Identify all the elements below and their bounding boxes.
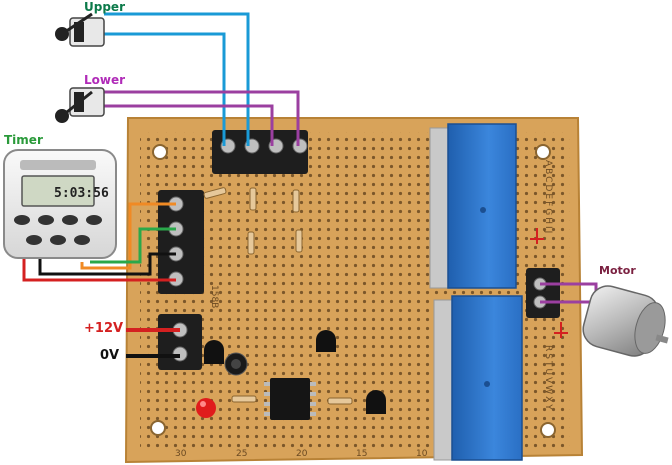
diode-symbols bbox=[530, 228, 568, 338]
row-mark-bottom: RSTUVWXY bbox=[543, 345, 553, 412]
wires-upper bbox=[104, 12, 250, 146]
ic-chip bbox=[264, 378, 316, 420]
timer-device bbox=[3, 149, 117, 259]
wires-timer bbox=[22, 202, 176, 282]
motor-label: Motor bbox=[599, 264, 636, 277]
lower-switch bbox=[55, 87, 105, 123]
plus12v-label: +12V bbox=[84, 321, 124, 336]
mount-hole-tl bbox=[152, 144, 168, 160]
row-mark-top: ABCDEFGHIJ bbox=[543, 160, 553, 235]
wires-lower bbox=[104, 90, 300, 146]
side-mark: 158B bbox=[209, 285, 219, 308]
relay-bottom bbox=[433, 295, 523, 461]
mount-hole-bl bbox=[150, 420, 166, 436]
zero-volt-label: 0V bbox=[100, 348, 120, 363]
motor bbox=[582, 285, 669, 357]
mount-hole-br bbox=[540, 422, 556, 438]
board-markings: 30 25 20 15 10 ABCDEFGHIJ RSTUVWXY 158B bbox=[175, 160, 553, 459]
col-mark: 20 bbox=[296, 449, 308, 459]
timer-display: 5:03:56 bbox=[54, 186, 109, 201]
mount-hole-tr bbox=[535, 144, 551, 160]
col-mark: 15 bbox=[356, 449, 367, 459]
col-mark: 30 bbox=[175, 449, 187, 459]
terminal-left bbox=[158, 190, 204, 294]
upper-switch bbox=[55, 12, 105, 47]
transistors bbox=[204, 330, 386, 414]
terminal-top bbox=[212, 130, 308, 174]
led bbox=[196, 398, 216, 418]
col-mark: 25 bbox=[236, 449, 247, 459]
terminal-motor bbox=[526, 268, 560, 318]
resistors bbox=[203, 187, 353, 405]
relay-top bbox=[429, 123, 517, 289]
col-mark: 10 bbox=[416, 449, 428, 459]
timer-label: Timer bbox=[4, 133, 43, 147]
terminal-power bbox=[158, 314, 202, 370]
wires-power bbox=[126, 328, 180, 358]
lower-switch-label: Lower bbox=[84, 73, 126, 87]
upper-switch-label: Upper bbox=[84, 0, 125, 14]
capacitor bbox=[224, 352, 248, 376]
